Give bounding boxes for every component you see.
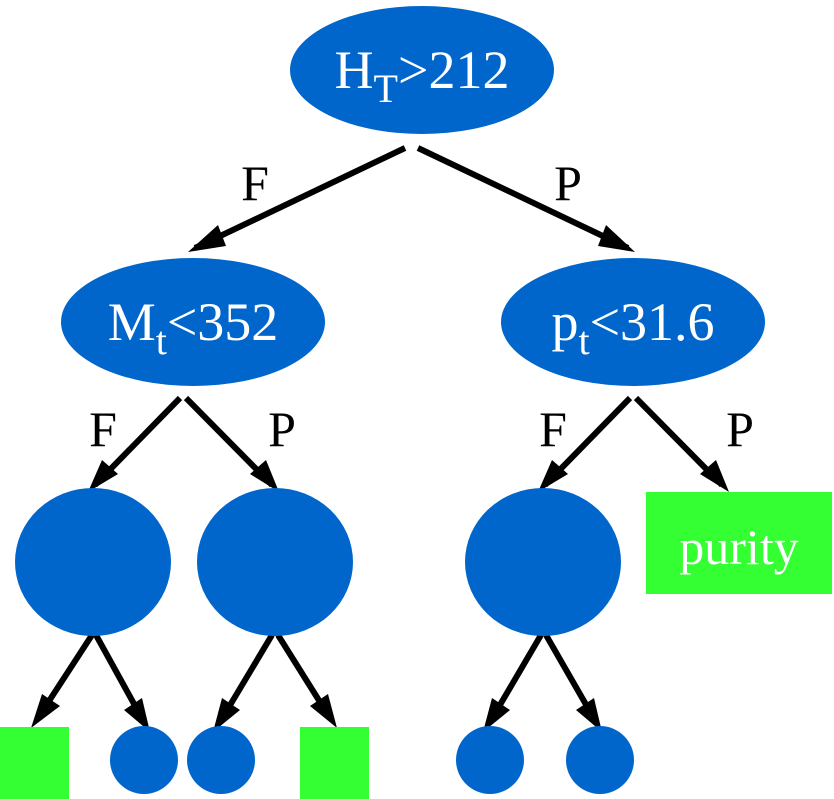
node-level3-2 [197,488,353,636]
left-sub: t [156,318,167,363]
arrowhead-c3-left [483,698,510,732]
root-cut: >212 [398,40,509,100]
edge-label-left-left: F [89,401,117,457]
arrowhead-c1-left [31,694,60,728]
arrowhead-root-right [598,225,635,252]
right-node-label: pt<31.6 [551,292,714,363]
leaf-circle-4 [566,726,634,794]
root-sub: T [374,66,398,111]
purity-leaf-shape [646,492,832,594]
edge-root-left [193,145,407,251]
left-cut: <352 [167,292,278,352]
right-node-shape [501,258,765,386]
left-node-label: Mt<352 [108,292,279,363]
root-var: H [335,40,374,100]
arrowhead-c1-right [124,698,150,732]
right-cut: <31.6 [590,292,715,352]
arrowhead-root-left [188,225,226,252]
leaf-circle-2 [187,726,255,794]
arrowhead-right-right [700,460,729,492]
arrowhead-c2-right [310,694,337,728]
arrowhead-left-right [250,460,279,492]
arrowhead-right-left [538,460,568,492]
leaf-square-2 [300,727,369,799]
right-sub: t [578,318,589,363]
edge-label-left-right: P [268,401,296,457]
right-var: p [551,292,578,352]
edge-root-right [416,145,630,251]
left-var: M [108,292,156,352]
leaf-square-1 [0,727,69,799]
arrowheads [31,225,729,732]
node-level3-3 [465,488,621,636]
arrowhead-c3-right [576,698,602,732]
root-node: HT>212 [290,6,554,134]
edge-label-root-right: P [554,155,582,211]
purity-leaf-label: purity [679,519,798,575]
node-level3-1 [15,488,171,636]
edge-label-root-left: F [241,155,269,211]
left-node: Mt<352 [61,258,325,386]
arrowhead-left-left [88,460,118,492]
bottom-leaves [0,726,634,799]
right-node: pt<31.6 [501,258,765,386]
left-node-shape [61,258,325,386]
arrowhead-c2-left [213,698,240,732]
root-node-label: HT>212 [335,40,510,111]
root-node-shape [290,6,554,134]
purity-leaf: purity [646,492,832,594]
edge-label-right-left: F [539,401,567,457]
edges [35,145,725,724]
leaf-circle-1 [110,726,178,794]
edge-labels: F P F P F P [89,155,754,457]
edge-label-right-right: P [726,401,754,457]
leaf-circle-3 [456,726,524,794]
level3-nodes [15,488,621,636]
